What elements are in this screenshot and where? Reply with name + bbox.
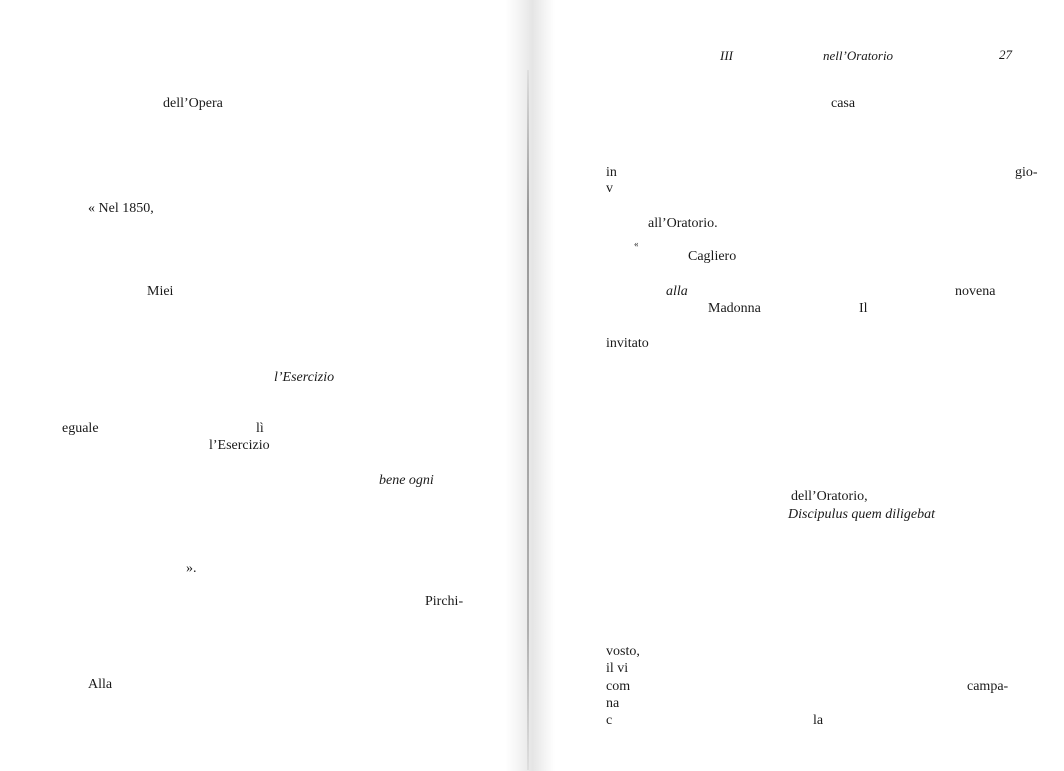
text-fragment: Il xyxy=(859,301,868,316)
text-fragment: eguale xyxy=(62,421,99,436)
text-fragment: « Nel 1850, xyxy=(88,201,154,216)
text-fragment: Cagliero xyxy=(688,249,737,264)
text-fragment: com xyxy=(606,679,631,694)
text-fragment: lì xyxy=(256,421,264,436)
text-fragment: novena xyxy=(955,284,996,299)
text-fragment: ». xyxy=(186,561,197,576)
book-spine-line xyxy=(527,70,529,770)
text-fragment: Madonna xyxy=(708,301,761,316)
text-fragment: Alla xyxy=(88,677,113,692)
text-fragment: alla xyxy=(666,284,688,299)
text-fragment: all’Oratorio. xyxy=(648,216,718,231)
text-fragment: casa xyxy=(831,96,856,111)
text-fragment: dell’Oratorio, xyxy=(791,489,868,504)
text-fragment: dell’Opera xyxy=(163,96,223,111)
text-fragment: « xyxy=(634,239,639,249)
text-fragment: l’Esercizio xyxy=(209,438,270,453)
text-fragment: invitato xyxy=(606,336,649,351)
page-number: 27 xyxy=(999,47,1012,62)
text-fragment: Discipulus quem diligebat xyxy=(788,507,935,522)
text-fragment: v xyxy=(606,181,613,196)
text-fragment: la xyxy=(813,713,824,728)
text-fragment: vosto, xyxy=(606,644,640,659)
left-page: dell’Opera « Nel 1850, Miei l’Esercizio … xyxy=(0,0,520,771)
text-fragment: gio- xyxy=(1015,165,1038,180)
text-fragment: Miei xyxy=(147,284,174,299)
running-title: nell’Oratorio xyxy=(823,48,894,63)
text-fragment: Pirchi- xyxy=(425,594,464,609)
text-fragment: bene ogni xyxy=(379,473,434,488)
text-fragment: il vi xyxy=(606,661,629,676)
text-fragment: na xyxy=(606,696,620,711)
text-fragment: campa- xyxy=(967,679,1009,694)
text-fragment: c xyxy=(606,713,613,728)
chapter-number: III xyxy=(720,48,733,63)
text-fragment: in xyxy=(606,165,617,180)
right-page: III nell’Oratorio 27 casa in v gio- all’… xyxy=(520,0,1064,771)
text-fragment: l’Esercizio xyxy=(274,370,335,385)
book-gutter-shadow xyxy=(505,0,555,771)
